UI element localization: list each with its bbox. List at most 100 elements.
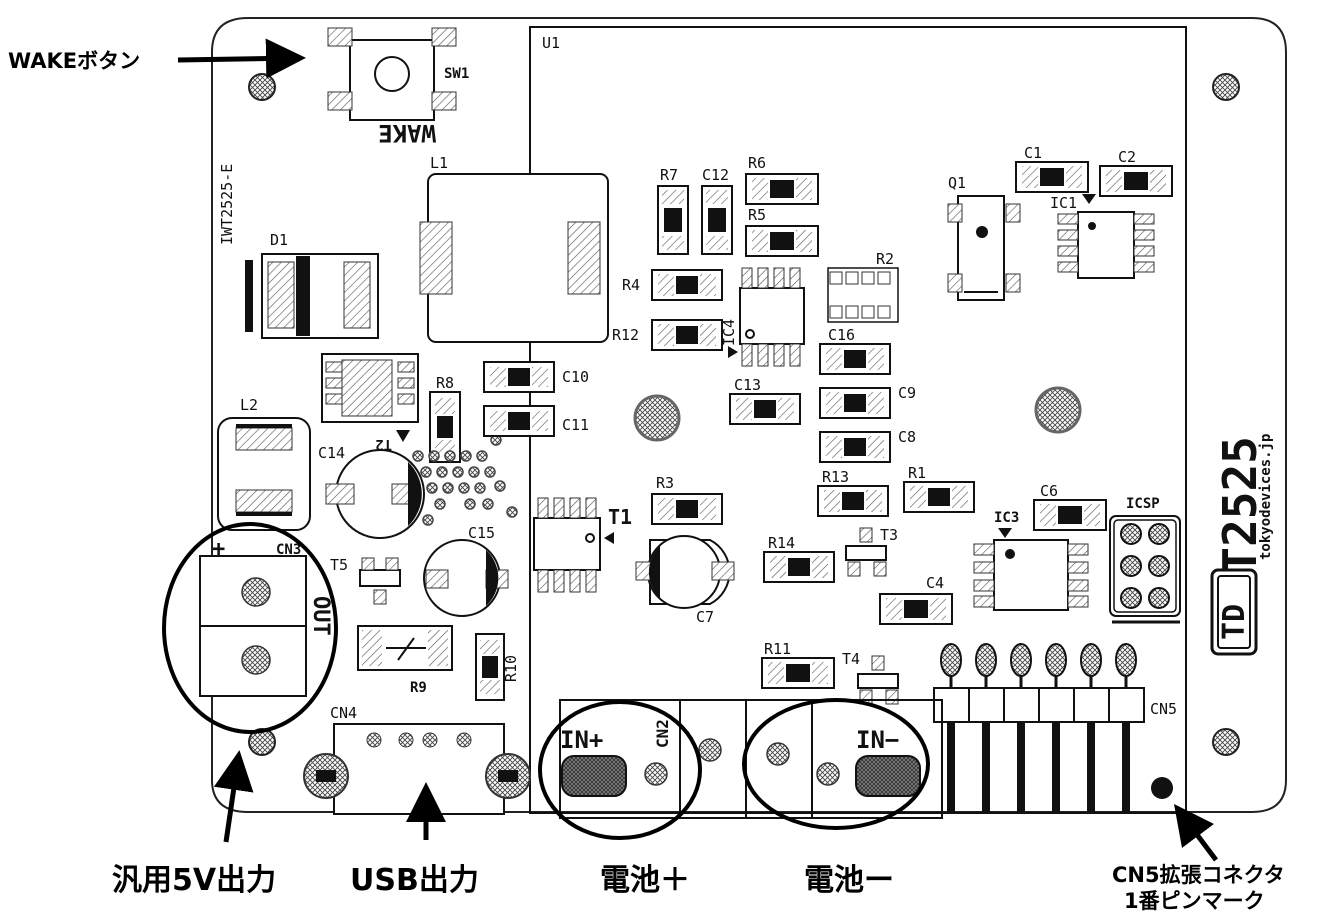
l1-inductor	[419, 173, 609, 343]
label-t1: T1	[608, 505, 632, 529]
icsp-header	[1109, 515, 1181, 624]
label-r12: R12	[612, 326, 639, 344]
label-c11: C11	[562, 416, 589, 434]
label-r1: R1	[908, 464, 926, 482]
label-t3: T3	[880, 526, 898, 544]
cn3-out-connector	[199, 555, 307, 697]
r3-resistor	[651, 493, 723, 525]
sw1-wake-switch	[327, 27, 457, 121]
ic1-chip	[1057, 194, 1155, 279]
batt-minus-annotation: 電池ー	[804, 863, 894, 898]
label-t2: T2	[375, 436, 392, 452]
t2-transistor	[321, 353, 419, 442]
r12-resistor	[651, 319, 723, 351]
label-r11: R11	[764, 640, 791, 658]
label-r2: R2	[876, 250, 894, 268]
label-c2: C2	[1118, 148, 1136, 166]
r7-resistor	[657, 185, 689, 255]
c13-capacitor	[729, 393, 801, 425]
t3-transistor	[845, 527, 887, 577]
cn5-annotation-line1: CN5拡張コネクタ	[1112, 863, 1285, 887]
out5v-arrow	[213, 750, 254, 843]
label-cn4: CN4	[330, 704, 357, 722]
wake-button-annotation: WAKEボタン	[8, 49, 140, 73]
c16-capacitor	[819, 343, 891, 375]
label-plus: +	[212, 537, 225, 562]
c15-capacitor	[423, 539, 509, 617]
r8-resistor	[429, 391, 461, 463]
via-field	[404, 434, 518, 526]
label-t5: T5	[330, 556, 348, 574]
label-in-plus: IN+	[560, 726, 603, 754]
label-c6: C6	[1040, 482, 1058, 500]
label-c4: C4	[926, 574, 944, 592]
cn2-battery-connector	[559, 699, 943, 819]
label-ic3: IC3	[994, 510, 1019, 526]
label-cn5: CN5	[1150, 700, 1177, 718]
c9-capacitor	[819, 387, 891, 419]
out5v-callout-ellipse	[162, 522, 338, 734]
t1-chip	[533, 497, 614, 593]
r2-resistor-array	[827, 267, 899, 323]
label-r7: R7	[660, 166, 678, 184]
q1-transistor	[947, 195, 1021, 301]
c1-capacitor	[1015, 161, 1089, 193]
label-sw1: SW1	[444, 66, 469, 82]
label-c14: C14	[318, 444, 345, 462]
ic3-chip	[973, 528, 1089, 611]
label-c10: C10	[562, 368, 589, 386]
label-c15: C15	[468, 524, 495, 542]
cn5-header	[933, 643, 1173, 814]
label-l2: L2	[240, 396, 258, 414]
label-c12: C12	[702, 166, 729, 184]
usb-out-annotation: USB出力	[350, 863, 479, 898]
label-url: tokyodevices.jp	[1258, 434, 1274, 560]
label-board-id: IWT2525-E	[218, 164, 236, 245]
label-r13: R13	[822, 468, 849, 486]
label-r9: R9	[410, 680, 427, 696]
c6-capacitor	[1033, 499, 1107, 531]
l2-inductor	[217, 417, 311, 531]
cn5-annotation-line2: 1番ピンマーク	[1124, 889, 1265, 913]
label-q1: Q1	[948, 174, 966, 192]
t5-transistor	[359, 557, 401, 605]
label-t4: T4	[842, 650, 860, 668]
r10-resistor	[475, 633, 505, 701]
td-logo: TD	[1210, 568, 1258, 656]
label-c16: C16	[828, 326, 855, 344]
cn4-usb-connector	[303, 723, 531, 815]
r6-resistor	[745, 173, 819, 205]
label-wake-mirrored: WAKE	[378, 119, 436, 147]
label-ic4: IC4	[720, 319, 738, 346]
c12-capacitor	[701, 185, 733, 255]
label-l1: L1	[430, 154, 448, 172]
label-c8: C8	[898, 428, 916, 446]
label-in-minus: IN−	[856, 726, 899, 754]
label-c7: C7	[696, 608, 714, 626]
label-c9: C9	[898, 384, 916, 402]
ic4-chip	[728, 267, 805, 367]
c4-capacitor	[879, 593, 953, 625]
label-r8: R8	[436, 374, 454, 392]
label-c1: C1	[1024, 144, 1042, 162]
r13-resistor	[817, 485, 889, 517]
label-c13: C13	[734, 376, 761, 394]
label-r10: R10	[502, 655, 520, 682]
r1-resistor	[903, 481, 975, 513]
svg-text:TD: TD	[1217, 604, 1252, 640]
c10-capacitor	[483, 361, 555, 393]
wake-arrow	[177, 38, 306, 79]
label-u1: U1	[542, 34, 560, 52]
label-cn3: CN3	[276, 542, 301, 558]
r14-resistor	[763, 551, 835, 583]
label-r14: R14	[768, 534, 795, 552]
d1-diode	[245, 253, 379, 339]
c11-capacitor	[483, 405, 555, 437]
batt-minus-callout-ellipse	[742, 698, 930, 830]
out5v-annotation: 汎用5V出力	[112, 863, 276, 898]
c8-capacitor	[819, 431, 891, 463]
label-cn2: CN2	[653, 719, 672, 748]
r4-resistor	[651, 269, 723, 301]
label-r6: R6	[748, 154, 766, 172]
